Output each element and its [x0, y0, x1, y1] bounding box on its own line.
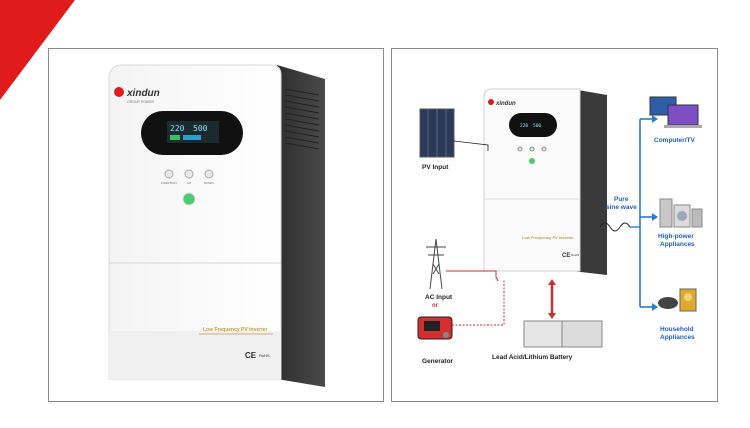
inverter-product-illustration: xindun GROUP POWER 220 500 FUNCTION UP D…: [108, 64, 325, 387]
battery-icon: [523, 320, 603, 348]
brand-subtitle: GROUP POWER: [127, 100, 154, 104]
power-indicator-icon: [529, 158, 535, 164]
up-button[interactable]: [529, 146, 535, 152]
pure-sine-label-2: sine wave: [606, 204, 637, 211]
battery-label: Lead Acid/Lithium Battery: [492, 354, 573, 361]
up-button-label: UP: [187, 181, 191, 185]
or-label: or: [432, 303, 439, 309]
household-appliances-icon: [658, 288, 697, 312]
rohs-mark: RoHS: [259, 353, 270, 358]
product-label: Low Frequency PV Inverter: [522, 235, 574, 240]
lcd-indicator-icon: [170, 135, 180, 140]
computer-tv-label: Computer/TV: [654, 137, 695, 144]
household-label-2: Appliances: [660, 334, 695, 341]
function-button[interactable]: [164, 169, 174, 179]
power-tower-icon: [426, 238, 446, 290]
connection-diagram: xindun 220 500 Low Frequency PV Inverter…: [417, 88, 703, 365]
ce-mark: CE: [562, 253, 570, 259]
pv-wire: [453, 140, 489, 151]
lcd-bar-icon: [183, 135, 201, 140]
pure-sine-label-1: Pure: [614, 196, 629, 203]
brand-logo-icon: [114, 87, 124, 97]
solar-panel-icon: [419, 108, 455, 158]
power-indicator-icon: [182, 192, 196, 206]
rohs-mark: RoHS: [571, 253, 579, 257]
lcd-value-1: 220: [520, 123, 528, 129]
down-button[interactable]: [204, 169, 214, 179]
function-button-label: FUNCTION: [161, 181, 177, 185]
inverter-front-body: [483, 88, 581, 272]
appliances-icon: [659, 198, 703, 228]
ac-input-label: AC Input: [425, 294, 453, 301]
inverter-side-panel: [277, 65, 325, 387]
brand-logo-icon: [488, 99, 494, 105]
connection-diagram-panel: xindun 220 500 Low Frequency PV Inverter…: [391, 48, 718, 402]
output-arrows: [639, 118, 654, 308]
brand-name: xindun: [495, 101, 516, 107]
generator-icon: [417, 316, 453, 340]
lcd-value-1: 220: [170, 124, 185, 133]
inverter-bottom-band: [109, 331, 281, 379]
ac-wire: [446, 270, 499, 282]
generator-wire: [452, 279, 505, 326]
down-button[interactable]: [541, 146, 547, 152]
lcd-value-2: 500: [533, 123, 541, 129]
product-label: Low Frequency PV Inverter: [203, 327, 268, 333]
high-power-label-1: High-power: [658, 233, 694, 240]
lcd-display: [509, 113, 557, 137]
function-button[interactable]: [517, 146, 523, 152]
high-power-label-2: Appliances: [660, 241, 695, 248]
lcd-value-2: 500: [193, 124, 208, 133]
inverter-side-panel: [572, 89, 607, 275]
pv-input-label: PV Input: [422, 164, 449, 171]
computer-tv-icon: [649, 96, 702, 128]
down-button-label: DOWN: [204, 181, 214, 185]
sine-wave-icon: [599, 222, 631, 232]
product-photo-panel: xindun GROUP POWER 220 500 FUNCTION UP D…: [48, 48, 384, 402]
generator-label: Generator: [422, 358, 454, 365]
brand-name: xindun: [126, 88, 160, 99]
ce-mark: CE: [245, 351, 257, 360]
up-button[interactable]: [184, 169, 194, 179]
household-label-1: Household: [660, 326, 694, 333]
